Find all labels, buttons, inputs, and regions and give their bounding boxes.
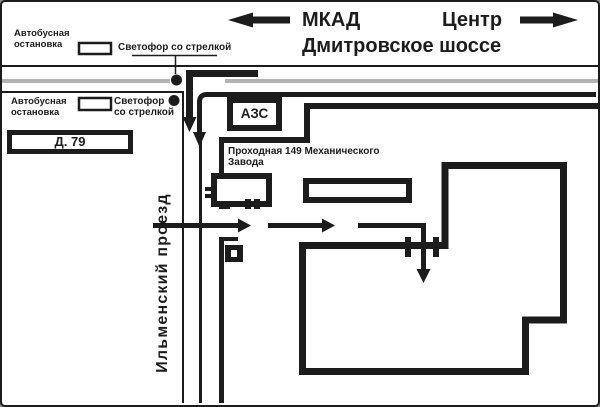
bus-stop-label-top: Автобусная остановка bbox=[14, 28, 70, 50]
route-arrow-1-head-icon bbox=[238, 218, 251, 233]
route-turn-lane-arrowhead-icon bbox=[182, 117, 197, 132]
route-arrow-3-shaft bbox=[358, 223, 426, 270]
highway-median-right bbox=[225, 79, 598, 83]
traffic-light-label-top: Светофор со стрелкой bbox=[118, 42, 232, 53]
factory-entrance-label: Проходная 149 Механического Завода bbox=[228, 146, 380, 168]
traffic-light-dot-top-icon bbox=[171, 74, 182, 86]
route-arrow-2-shaft bbox=[268, 223, 322, 228]
bus-stop-label-left: Автобусная остановка bbox=[11, 96, 67, 118]
highway-top-edge bbox=[2, 65, 598, 67]
house-79-label: Д. 79 bbox=[54, 134, 86, 149]
factory-wall-top bbox=[307, 103, 598, 109]
bus-stop-icon-top bbox=[77, 41, 113, 56]
route-arrow-1-shaft bbox=[153, 223, 238, 228]
house-79-box bbox=[7, 130, 133, 154]
highway-median-left bbox=[2, 79, 170, 83]
route-from-center-arrowhead-icon bbox=[193, 132, 206, 147]
gate-post-lower bbox=[219, 237, 238, 241]
direction-label-mkad: МКАД bbox=[302, 9, 361, 31]
middle-building bbox=[303, 178, 412, 203]
center-direction-arrow-icon bbox=[520, 12, 578, 28]
traffic-light-label-left: Светофор со стрелкой bbox=[114, 96, 175, 118]
entrance-door-tick-2 bbox=[205, 194, 217, 198]
factory-main-building bbox=[299, 162, 567, 375]
mkad-direction-arrow-icon bbox=[228, 12, 290, 28]
highway-name: Дмитровское шоссе bbox=[302, 35, 502, 57]
entrance-bottom-tick-2 bbox=[254, 199, 260, 209]
traffic-light-callout-line bbox=[132, 54, 217, 74]
traffic-light-dot-left-icon bbox=[168, 95, 180, 106]
direction-label-center: Центр bbox=[442, 9, 503, 31]
route-turn-lane-line bbox=[186, 70, 258, 118]
highway-bottom-edge bbox=[2, 91, 184, 93]
route-arrow-3-head-icon bbox=[416, 269, 431, 283]
checkpoint-icon-center bbox=[231, 250, 237, 257]
factory-wall-step bbox=[304, 103, 310, 143]
gas-station-label: АЗС bbox=[240, 106, 269, 121]
gas-station-box bbox=[227, 97, 282, 131]
entrance-building bbox=[211, 173, 272, 207]
yard-gate-tick-right bbox=[433, 237, 439, 257]
street-west-edge bbox=[182, 92, 184, 403]
factory-wall-street-lower bbox=[219, 237, 224, 403]
factory-wall-horizontal bbox=[219, 137, 310, 143]
street-name: Ильменский проезд bbox=[154, 193, 171, 373]
entrance-door-tick-1 bbox=[205, 187, 217, 191]
street-east-edge bbox=[199, 99, 202, 403]
route-arrow-2-head-icon bbox=[322, 218, 335, 233]
yard-gate-tick-left bbox=[405, 237, 411, 257]
bus-stop-icon-left bbox=[77, 96, 113, 112]
entrance-bottom-tick-1 bbox=[245, 199, 251, 209]
route-from-center-line bbox=[197, 92, 596, 133]
